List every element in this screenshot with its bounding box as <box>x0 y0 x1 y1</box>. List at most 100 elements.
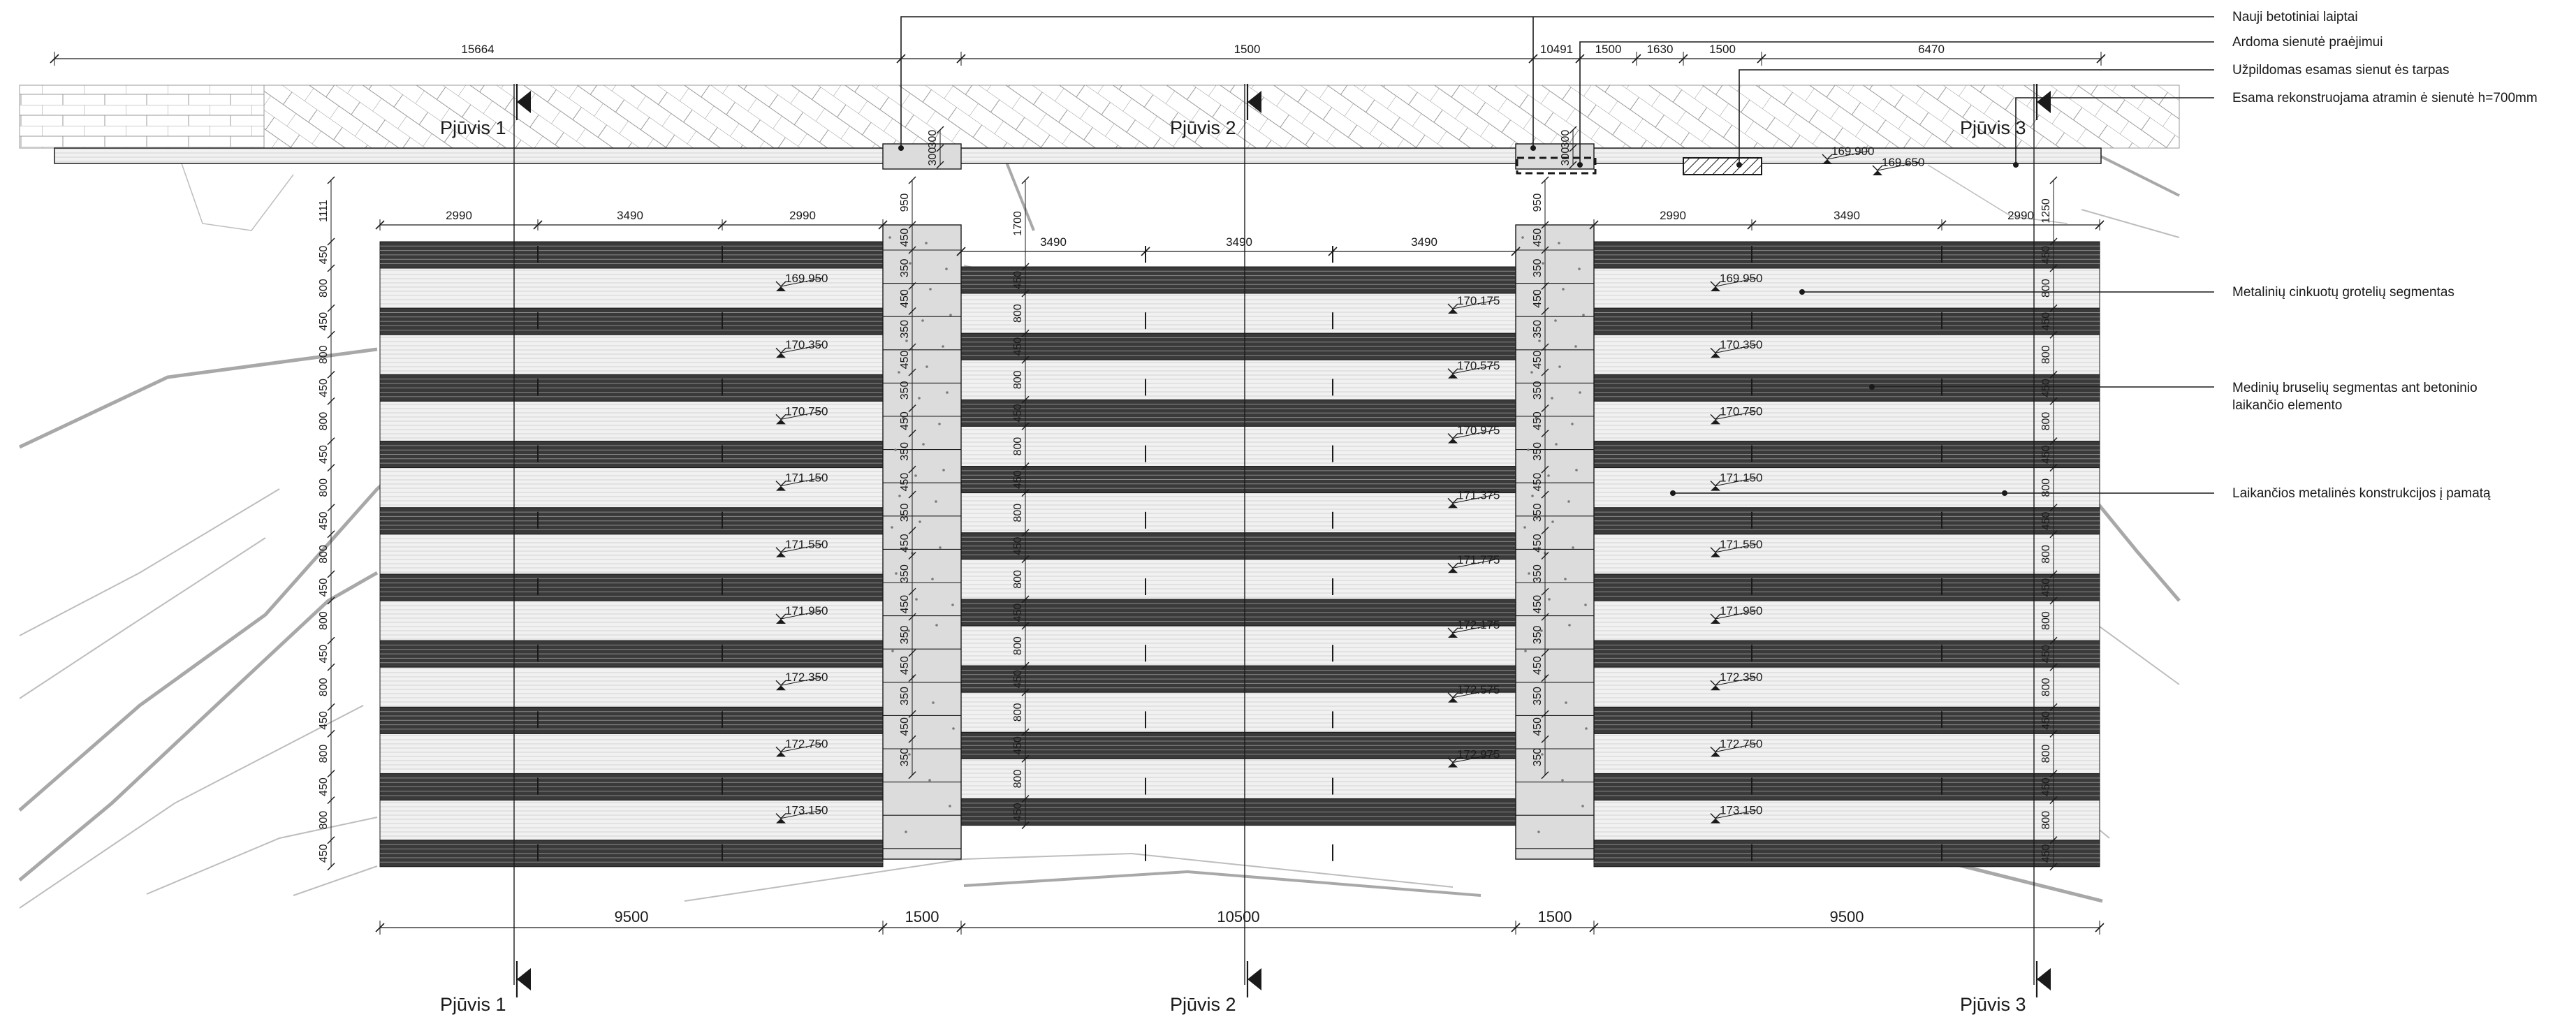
vdim-stairs-right-17: 450 <box>1532 717 1544 736</box>
section-label-2-top: Pjūvis 2 <box>1170 117 1236 138</box>
level-left-1: 170.350 <box>775 338 828 358</box>
level-right-4: 171.550 <box>1710 538 1762 557</box>
vdim-stairs-right-13: 450 <box>1532 595 1544 614</box>
contour-line-7 <box>293 865 378 896</box>
vdim-stairs-right-11: 450 <box>1532 534 1544 553</box>
contour-line-1 <box>18 571 379 881</box>
contour-line-18 <box>2081 209 2180 238</box>
vdim-wall-left-1: 300 <box>927 147 939 166</box>
level-right-5: 171.950 <box>1710 604 1762 624</box>
vdim-stairs-left-3: 450 <box>899 289 911 308</box>
vdim-stairs-right-6: 350 <box>1532 381 1544 400</box>
dim-bottom-4: 9500 <box>1830 908 1864 925</box>
vdim-stairs-left-11: 450 <box>899 534 911 553</box>
vdim-wall-left-0: 300 <box>927 130 939 149</box>
mid-bay-timber-6 <box>960 692 1516 733</box>
level-right-7: 172.750 <box>1710 737 1762 757</box>
level-mid-0: 170.175 <box>1447 294 1500 314</box>
vdim-stairs-right-0: 950 <box>1532 193 1544 212</box>
right-bay-timber-0 <box>1593 268 2100 309</box>
level-right-3: 171.150 <box>1710 471 1762 491</box>
stairs-left <box>882 224 962 860</box>
vdim-mid-2: 800 <box>1012 304 1024 323</box>
leader-dots <box>898 145 2019 496</box>
svg-text:172.350: 172.350 <box>1720 671 1762 684</box>
vdim-right-7: 450 <box>2040 445 2052 464</box>
vdim-stairs-left-1: 450 <box>899 228 911 247</box>
mid-bay-timber-7 <box>960 758 1516 800</box>
vdim-left-17: 450 <box>318 777 330 796</box>
vdim-left-19: 450 <box>318 844 330 863</box>
contour-line-5 <box>18 347 378 449</box>
dim-bottom-3: 1500 <box>1538 908 1572 925</box>
dim-top-6: 1500 <box>1709 43 1736 56</box>
right-bay-timber-3 <box>1593 467 2100 508</box>
vdim-right-10: 800 <box>2040 545 2052 564</box>
vdim-mid-3: 450 <box>1012 337 1024 356</box>
dim-bottom-2: 10500 <box>1217 908 1259 925</box>
level-right-0: 169.950 <box>1710 272 1762 291</box>
vdim-left-3: 450 <box>318 312 330 331</box>
svg-text:170.350: 170.350 <box>1720 338 1762 351</box>
note-metal-grate: Metalinių cinkuotų grotelių segmentas <box>2232 285 2454 300</box>
left-bay-timber-2 <box>379 400 884 442</box>
contour-line-8 <box>684 852 1454 902</box>
contour-line-2 <box>19 537 266 699</box>
vdim-stairs-left-5: 450 <box>899 351 911 370</box>
svg-text:171.550: 171.550 <box>1720 538 1762 551</box>
vdim-left-11: 450 <box>318 578 330 597</box>
svg-text:173.150: 173.150 <box>1720 804 1762 817</box>
right-bay-timber-1 <box>1593 334 2100 375</box>
vdim-right-17: 450 <box>2040 777 2052 796</box>
right-bay-timber-2 <box>1593 400 2100 442</box>
svg-text:171.150: 171.150 <box>1720 471 1762 485</box>
vdim-mid-14: 800 <box>1012 703 1024 722</box>
vdim-right-11: 450 <box>2040 578 2052 597</box>
vdim-mid-0: 1700 <box>1012 211 1024 236</box>
dim-left-bay-0: 2990 <box>446 209 472 222</box>
vdim-right-18: 800 <box>2040 811 2052 830</box>
section-arrow-2-1 <box>1247 968 1261 990</box>
brick-paving-left <box>19 85 265 149</box>
vdim-mid-13: 450 <box>1012 670 1024 689</box>
dim-top-2: 1500 <box>1234 43 1261 56</box>
section-arrow-3-1 <box>2037 968 2051 990</box>
dim-left-bay-2: 2990 <box>789 209 816 222</box>
svg-text:172.175: 172.175 <box>1457 618 1500 631</box>
mid-bay-timber-5 <box>960 625 1516 666</box>
dim-top-0: 15664 <box>461 43 494 56</box>
dim-mid-bay-2: 3490 <box>1411 235 1437 249</box>
vdim-wall-right-1: 300 <box>1560 147 1572 166</box>
vdim-left-18: 800 <box>318 811 330 830</box>
vdim-mid-10: 800 <box>1012 570 1024 589</box>
vdim-stairs-left-2: 350 <box>899 258 911 277</box>
level-left-4: 171.550 <box>775 538 828 557</box>
vdim-left-16: 800 <box>318 745 330 763</box>
svg-text:169.900: 169.900 <box>1831 145 1874 158</box>
vdim-left-4: 800 <box>318 345 330 364</box>
vdim-stairs-right-3: 450 <box>1532 289 1544 308</box>
vdim-mid-1: 450 <box>1012 271 1024 290</box>
vdim-right-2: 800 <box>2040 279 2052 298</box>
mid-bay-timber-3 <box>960 492 1516 534</box>
svg-text:171.775: 171.775 <box>1457 553 1500 566</box>
mid-bay-timber-1 <box>960 359 1516 400</box>
svg-text:172.750: 172.750 <box>785 737 828 750</box>
level-right-8: 173.150 <box>1710 804 1762 824</box>
vdim-stairs-left-9: 450 <box>899 473 911 492</box>
vdim-mid-7: 450 <box>1012 470 1024 489</box>
level-left-8: 173.150 <box>775 804 828 824</box>
section-markers <box>513 84 2051 997</box>
level-top-1: 169.650 <box>1872 156 1924 175</box>
svg-text:172.575: 172.575 <box>1457 683 1500 696</box>
note-wall-opening: Ardoma sienutė praėjimui <box>2232 35 2383 50</box>
contour-line-9 <box>963 870 1481 897</box>
svg-text:171.550: 171.550 <box>785 538 828 551</box>
dim-bottom-0: 9500 <box>615 908 649 925</box>
right-bay-timber-4 <box>1593 534 2100 575</box>
svg-text:170.175: 170.175 <box>1457 294 1500 307</box>
vdim-stairs-left-16: 350 <box>899 687 911 705</box>
section-arrow-1-1 <box>517 968 531 990</box>
vdim-right-19: 450 <box>2040 844 2052 863</box>
